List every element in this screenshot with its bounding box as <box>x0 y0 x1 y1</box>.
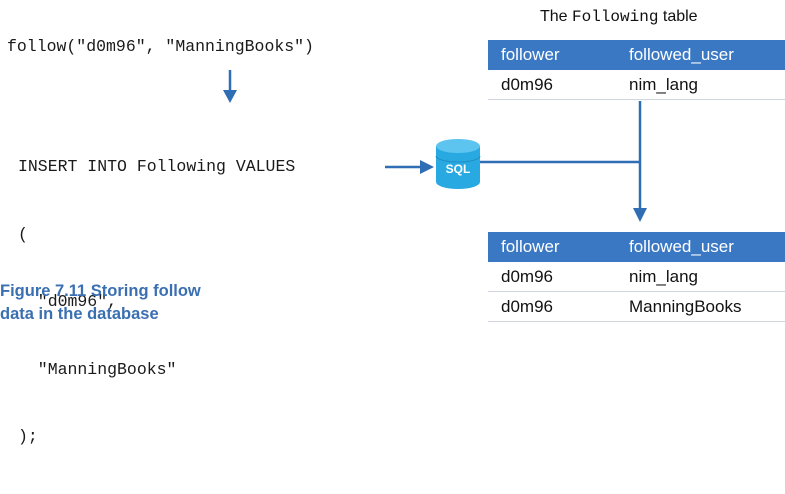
figure-caption-line: data in the database <box>0 305 159 323</box>
header-cell-followed-user: followed_user <box>629 237 734 256</box>
down-arrow-icon <box>633 208 647 222</box>
right-arrow-icon <box>385 160 434 174</box>
database-label: SQL <box>446 162 471 176</box>
table-caption: The Following table <box>540 8 698 26</box>
database-icon: SQL <box>435 139 481 189</box>
table-cell: d0m96 <box>501 297 553 316</box>
table-row: d0m96 nim_lang <box>488 70 785 100</box>
connector-line <box>480 101 642 210</box>
figure-caption: Figure 7.11 Storing follow data in the d… <box>0 280 201 326</box>
code-line: INSERT INTO Following VALUES <box>18 157 296 176</box>
code-line: "ManningBooks" <box>18 359 177 379</box>
connector-graphics: SQL <box>223 70 647 222</box>
table-header-row: follower followed_user <box>488 40 785 70</box>
table-cell: nim_lang <box>629 267 698 286</box>
code-line: "d0m96", <box>18 292 118 311</box>
follow-call-code: follow("d0m96", "ManningBooks") <box>7 37 314 56</box>
figure-caption-line: Figure 7.11 Storing follow <box>0 282 201 300</box>
following-table-after: follower followed_user d0m96 nim_lang d0… <box>488 232 785 322</box>
code-line: ); <box>18 427 38 446</box>
table-caption-name: Following <box>572 8 659 26</box>
table-row: d0m96 nim_lang <box>488 262 785 292</box>
down-arrow-icon <box>223 70 237 103</box>
table-caption-suffix: table <box>658 8 698 25</box>
table-caption-prefix: The <box>540 8 573 25</box>
header-cell-followed-user: followed_user <box>629 45 734 64</box>
following-table-before: follower followed_user d0m96 nim_lang <box>488 40 785 100</box>
header-cell-follower: follower <box>501 237 560 256</box>
code-line: ( <box>18 224 28 244</box>
table-header-row: follower followed_user <box>488 232 785 262</box>
table-row: d0m96 ManningBooks <box>488 292 785 322</box>
table-cell: ManningBooks <box>629 297 742 316</box>
header-cell-follower: follower <box>501 45 560 64</box>
table-cell: nim_lang <box>629 75 698 94</box>
table-cell: d0m96 <box>501 75 553 94</box>
figure-page: follow("d0m96", "ManningBooks") INSERT I… <box>0 8 785 446</box>
table-cell: d0m96 <box>501 267 553 286</box>
